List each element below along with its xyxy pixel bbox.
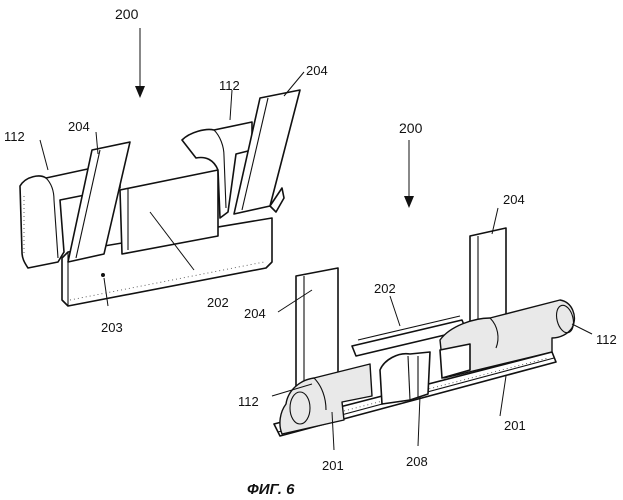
center-block-208 — [380, 352, 430, 404]
label-112-a-top: 112 — [219, 78, 240, 93]
assembly-b — [274, 140, 576, 436]
label-208-b: 208 — [406, 454, 428, 469]
label-200-b: 200 — [399, 120, 423, 136]
label-203-a: 203 — [101, 320, 123, 335]
assembly-b-arrow — [404, 140, 414, 208]
label-202-b: 202 — [374, 281, 396, 296]
label-112-a-left: 112 — [4, 129, 25, 144]
figure-caption: ФИГ. 6 — [247, 481, 295, 498]
label-112-b-right: 112 — [596, 332, 617, 347]
label-204-b-right: 204 — [503, 192, 525, 207]
label-204-b-left: 204 — [244, 306, 266, 321]
label-201-b-left: 201 — [322, 458, 344, 473]
label-204-a-left: 204 — [68, 119, 90, 134]
label-204-a-right: 204 — [306, 63, 328, 78]
left-channel-112b — [280, 364, 372, 434]
assembly-a-arrow — [135, 28, 145, 98]
label-201-b-right: 201 — [504, 418, 526, 433]
label-202-a: 202 — [207, 295, 229, 310]
label-112-b-left: 112 — [238, 394, 259, 409]
label-200-a: 200 — [115, 6, 139, 22]
assembly-a — [20, 28, 300, 306]
